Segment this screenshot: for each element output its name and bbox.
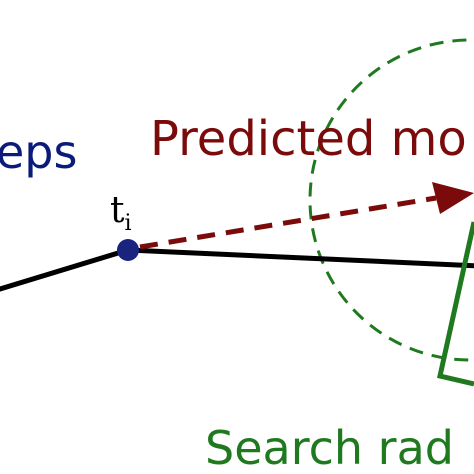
time-point-label: ti xyxy=(110,190,132,236)
time-point-symbol: t xyxy=(110,190,125,231)
steps-label: eps xyxy=(0,125,77,179)
search-radius-label: Search rad xyxy=(205,421,454,474)
predicted-motion-arrowhead xyxy=(432,182,474,214)
search-radius-marker xyxy=(437,221,474,387)
predicted-motion-label: Predicted mo xyxy=(150,111,467,167)
predicted-motion-arrow xyxy=(139,195,437,250)
time-point-subscript: i xyxy=(124,211,131,236)
trajectory-path xyxy=(0,247,474,292)
time-point-node xyxy=(117,239,139,261)
